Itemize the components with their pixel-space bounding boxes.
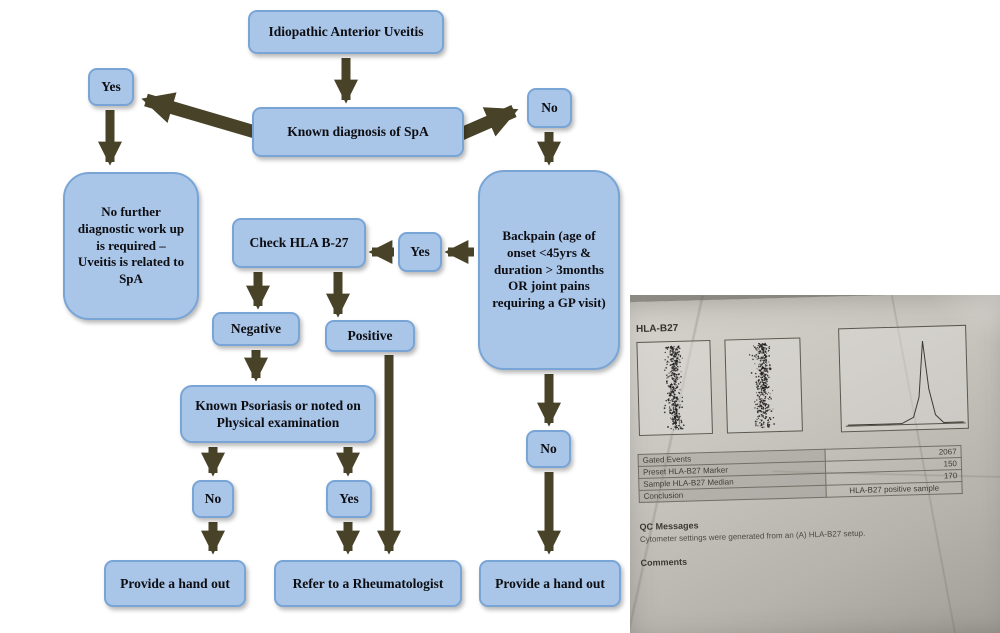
lab-results-table: Gated Events 2067 Preset HLA-B27 Marker … — [638, 445, 963, 503]
node-no-backpain: No — [526, 430, 571, 468]
node-backpain-criteria: Backpain (age of onset <45yrs & duration… — [478, 170, 620, 370]
lab-report-paper: HLA-B27 Gated Events 2067 Preset HLA-B27… — [630, 295, 1000, 633]
report-title: HLA-B27 — [636, 323, 679, 335]
node-idiopathic-anterior-uveitis: Idiopathic Anterior Uveitis — [248, 10, 444, 54]
node-no-top: No — [527, 88, 572, 128]
flow-cytometry-scatter-plot-2 — [724, 337, 803, 433]
node-positive: Positive — [325, 320, 415, 352]
node-negative: Negative — [212, 312, 300, 346]
node-no-further-workup: No further diagnostic work up is require… — [63, 172, 199, 320]
fluorescence-histogram-plot — [838, 325, 969, 433]
table-cell-value: HLA-B27 positive sample — [826, 481, 962, 497]
node-yes-middle: Yes — [398, 232, 442, 272]
node-yes-psoriasis: Yes — [326, 480, 372, 518]
node-known-psoriasis: Known Psoriasis or noted on Physical exa… — [180, 385, 376, 443]
flow-cytometry-scatter-plot-1 — [636, 340, 713, 436]
node-yes-top: Yes — [88, 68, 134, 106]
node-provide-handout-left: Provide a hand out — [104, 560, 246, 607]
node-provide-handout-right: Provide a hand out — [479, 560, 621, 607]
comments-heading: Comments — [640, 557, 687, 568]
node-no-psoriasis: No — [192, 480, 234, 518]
node-refer-rheumatologist: Refer to a Rheumatologist — [274, 560, 462, 607]
qc-messages-heading: QC Messages — [639, 520, 698, 532]
node-known-diagnosis-spa: Known diagnosis of SpA — [252, 107, 464, 157]
node-check-hla-b27: Check HLA B-27 — [232, 218, 366, 268]
lab-report-photo: HLA-B27 Gated Events 2067 Preset HLA-B27… — [630, 295, 1000, 633]
